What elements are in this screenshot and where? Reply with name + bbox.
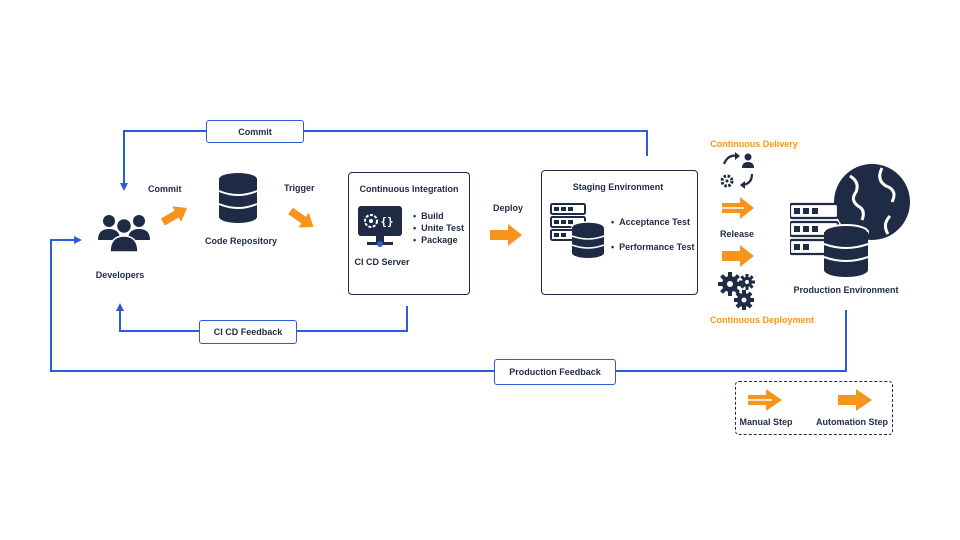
code-repository-label: Code Repository [204, 236, 278, 246]
automation-arrow-deploy [490, 224, 522, 246]
delivery-cycle-icon [720, 152, 754, 189]
automation-arrow-commit [160, 206, 188, 226]
staging-tests-list: Acceptance Test Performance Test [611, 216, 695, 253]
ci-cd-server-label: CI CD Server [354, 257, 410, 267]
production-feedback-line [50, 236, 847, 372]
manual-arrow-release [722, 197, 754, 219]
server-database-icon [550, 203, 605, 258]
production-environment-label: Production Environment [793, 285, 899, 295]
developers-label: Developers [95, 270, 145, 280]
legend [735, 381, 893, 435]
database-icon [218, 173, 258, 223]
ci-step: Build [413, 210, 464, 222]
deploy-label: Deploy [493, 203, 524, 213]
ci-steps-list: Build Unite Test Package [413, 210, 464, 246]
staging-environment-title: Staging Environment [572, 182, 664, 192]
staging-environment-panel [541, 170, 698, 295]
staging-test: Performance Test [611, 241, 694, 253]
svg-text:{}: {} [380, 215, 393, 228]
production-feedback-label: Production Feedback [494, 359, 616, 385]
continuous-integration-title: Continuous Integration [359, 184, 459, 194]
legend-manual-label: Manual Step [739, 417, 793, 427]
commit-label: Commit [148, 184, 182, 194]
manual-step-arrow-icon [748, 389, 782, 411]
team-icon [98, 215, 150, 253]
automation-arrow-deployment [722, 245, 754, 267]
automation-step-arrow-icon [838, 389, 872, 411]
trigger-label: Trigger [284, 183, 315, 193]
automation-arrow-trigger [288, 207, 314, 228]
release-label: Release [719, 229, 755, 239]
continuous-deployment-label: Continuous Deployment [710, 315, 814, 325]
commit-loop-label: Commit [206, 120, 304, 143]
staging-test: Acceptance Test [611, 216, 695, 228]
ci-step: Package [413, 234, 464, 246]
ci-server-monitor-icon: {} [358, 206, 402, 247]
gears-icon [718, 272, 755, 310]
legend-automation-label: Automation Step [816, 417, 888, 427]
commit-loop-line [120, 130, 648, 191]
continuous-delivery-label: Continuous Delivery [710, 139, 798, 149]
cicd-feedback-label: CI CD Feedback [199, 320, 297, 344]
globe-server-icon [790, 164, 910, 277]
ci-step: Unite Test [413, 222, 464, 234]
